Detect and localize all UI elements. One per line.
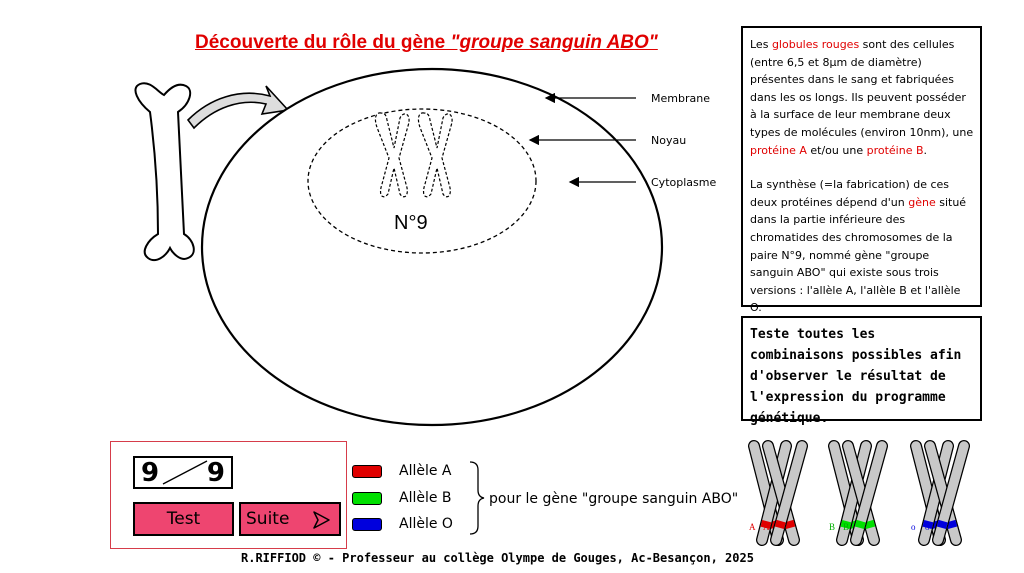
title-gene-name: "groupe sanguin ABO" xyxy=(450,32,658,53)
play-icon xyxy=(313,511,330,529)
allele-band xyxy=(760,520,772,529)
allele-tag: o xyxy=(911,522,916,532)
p1-run: globules rouges xyxy=(771,38,860,51)
allele-band xyxy=(936,519,948,530)
next-button-label: Suite xyxy=(246,509,290,529)
bone-icon xyxy=(134,82,195,262)
legend-item: Allèle O xyxy=(352,514,453,534)
chromatid xyxy=(762,440,800,546)
allele-band xyxy=(840,520,852,529)
title-text: Découverte du rôle du gène xyxy=(195,32,451,53)
p1-run: . xyxy=(923,143,928,157)
p2-run: situé dans la partie inférieure des chro… xyxy=(750,195,967,315)
p1-run: sont des cellules (entre 6,5 et 8µm de d… xyxy=(750,38,974,139)
p1-run: protéine A xyxy=(750,143,807,157)
chromatid xyxy=(850,440,888,546)
info-paragraph-2: La synthèse (=la fabrication) de ces deu… xyxy=(750,176,974,317)
chromatid xyxy=(842,440,880,546)
cytoplasm-label: Cytoplasme xyxy=(651,176,717,189)
chromosome-pair-9 xyxy=(374,112,453,198)
chromatid xyxy=(924,440,962,546)
legend-swatch xyxy=(352,464,382,478)
instruction-text: Teste toutes les combinaisons possibles … xyxy=(750,327,962,426)
control-panel: 9 9 Test Suite xyxy=(110,441,347,549)
p1-run: protéine B xyxy=(866,143,924,157)
allele-band xyxy=(854,519,866,530)
p1-run: Les xyxy=(750,38,772,51)
info-panel: Les globules rouges sont des cellules (e… xyxy=(741,26,982,314)
p2-run: gène xyxy=(908,195,936,209)
pair-label: N°9 xyxy=(394,212,428,234)
allele-tag: A xyxy=(749,522,756,532)
chromatid xyxy=(770,440,808,546)
allele-tag: B xyxy=(843,522,850,532)
chromatid xyxy=(756,440,792,546)
chromosome-pair xyxy=(910,440,970,546)
cell-nucleus xyxy=(307,108,537,254)
chromatid xyxy=(918,440,954,546)
footer-credit: R.RIFFIOD © - Professeur au collège Olym… xyxy=(241,551,754,565)
allele-tag: B xyxy=(829,522,836,532)
p2-run: La synthèse (=la fabrication) de ces deu… xyxy=(750,178,950,209)
legend-label: Allèle A xyxy=(399,463,452,479)
legend-swatch xyxy=(352,517,382,531)
allele-band xyxy=(922,520,934,529)
test-button-label: Test xyxy=(166,509,201,529)
allele-band xyxy=(784,519,796,530)
legend-item: Allèle A xyxy=(352,461,452,481)
legend-label: Allèle B xyxy=(399,490,452,506)
instruction-panel: Teste toutes les combinaisons possibles … xyxy=(741,316,982,426)
chromosome-pair xyxy=(748,440,808,546)
legend-swatch xyxy=(352,491,382,505)
allele-band xyxy=(946,519,958,530)
membrane-label: Membrane xyxy=(651,92,710,105)
page-title: Découverte du rôle du gène "groupe sangu… xyxy=(195,32,658,54)
chromatid xyxy=(932,440,970,546)
counter-current: 9 xyxy=(141,458,160,488)
combination-counter: 9 9 xyxy=(133,456,233,489)
allele-band xyxy=(864,519,876,530)
next-button[interactable]: Suite xyxy=(239,502,341,536)
allele-band xyxy=(774,519,786,530)
nucleus-label: Noyau xyxy=(651,134,687,147)
legend-brace xyxy=(469,461,485,535)
legend-gene-text: pour le gène "groupe sanguin ABO" xyxy=(489,491,739,507)
counter-slash-icon xyxy=(162,460,208,485)
legend-label: Allèle O xyxy=(399,516,453,532)
counter-total: 9 xyxy=(206,458,225,488)
allele-tag: o xyxy=(925,522,930,532)
info-paragraph-1: Les globules rouges sont des cellules (e… xyxy=(750,36,974,159)
test-button[interactable]: Test xyxy=(133,502,234,536)
curved-arrow-icon xyxy=(186,85,290,130)
legend-item: Allèle B xyxy=(352,488,452,508)
chromatid xyxy=(836,440,872,546)
allele-tag: A xyxy=(763,522,770,532)
p1-run: et/ou une xyxy=(806,143,867,157)
chromosome-pair xyxy=(828,440,888,546)
